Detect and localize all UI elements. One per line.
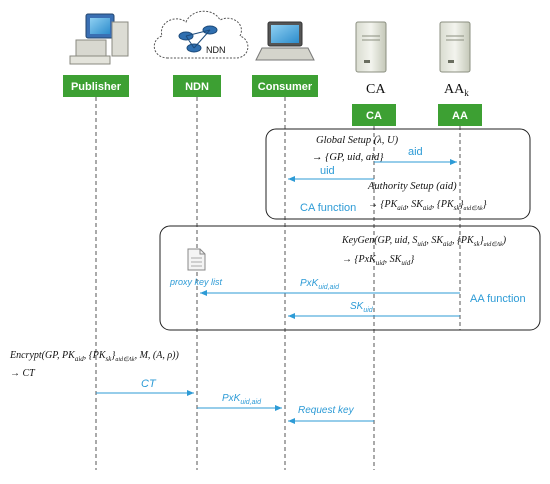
aa-server-sub: k [464, 88, 469, 98]
authority-setup-output: → {PKaid, SKaid, {PKsk}aid∈Λk} [368, 199, 487, 212]
aa-server-icon: AAk [439, 21, 471, 98]
participant-aa: AA [438, 104, 482, 126]
lifelines [95, 97, 461, 470]
svg-text:AAk: AAk [444, 82, 469, 98]
aa-function-frame [159, 225, 541, 331]
ct-label: CT [141, 378, 157, 390]
participant-ndn: NDN [173, 75, 221, 97]
ca-function-label: CA function [300, 202, 356, 214]
proxy-key-list-label: proxy key list [169, 277, 223, 287]
participant-aa-label: AA [452, 110, 468, 122]
authority-setup-text: Authority Setup (aid) [367, 181, 457, 192]
participant-ndn-label: NDN [185, 81, 209, 93]
pxk-label-2: PxKuid,aid [222, 393, 262, 406]
pxk-label-1: PxKuid,aid [300, 278, 340, 291]
aa-function-label: AA function [470, 293, 526, 305]
ca-server-icon: CA [355, 21, 387, 97]
laptop-icon [255, 21, 315, 61]
participant-consumer: Consumer [252, 75, 318, 97]
uid-label: uid [320, 165, 335, 177]
keygen-output: → {PxKuid, SKuid} [342, 254, 414, 267]
participant-publisher-label: Publisher [71, 81, 122, 93]
encrypt-text: Encrypt(GP, PKaid, {PKsk}aid∈Λk, M, (A, … [9, 350, 179, 363]
aa-server-label: AA [444, 82, 465, 97]
ndn-cloud-label: NDN [206, 45, 226, 55]
request-key-label: Request key [298, 405, 355, 416]
ndn-cloud-icon: NDN [153, 10, 249, 59]
participant-consumer-label: Consumer [258, 81, 313, 93]
desktop-computer-icon [69, 13, 129, 65]
global-setup-output: → {GP, uid, aid} [312, 152, 384, 163]
global-setup-text: Global Setup (λ, U) [316, 135, 399, 146]
ca-server-label: CA [366, 82, 386, 97]
keygen-text: KeyGen(GP, uid, Suid, SKaid, {PKsk}aid∈Λ… [341, 235, 507, 248]
encrypt-output: → CT [10, 368, 36, 379]
participant-ca-label: CA [366, 110, 382, 122]
document-icon [187, 248, 206, 271]
ca-function-frame [265, 128, 531, 220]
participant-publisher: Publisher [63, 75, 129, 97]
participant-ca: CA [352, 104, 396, 126]
sk-uid-label: SKuid [350, 301, 374, 314]
aid-label: aid [408, 146, 423, 158]
